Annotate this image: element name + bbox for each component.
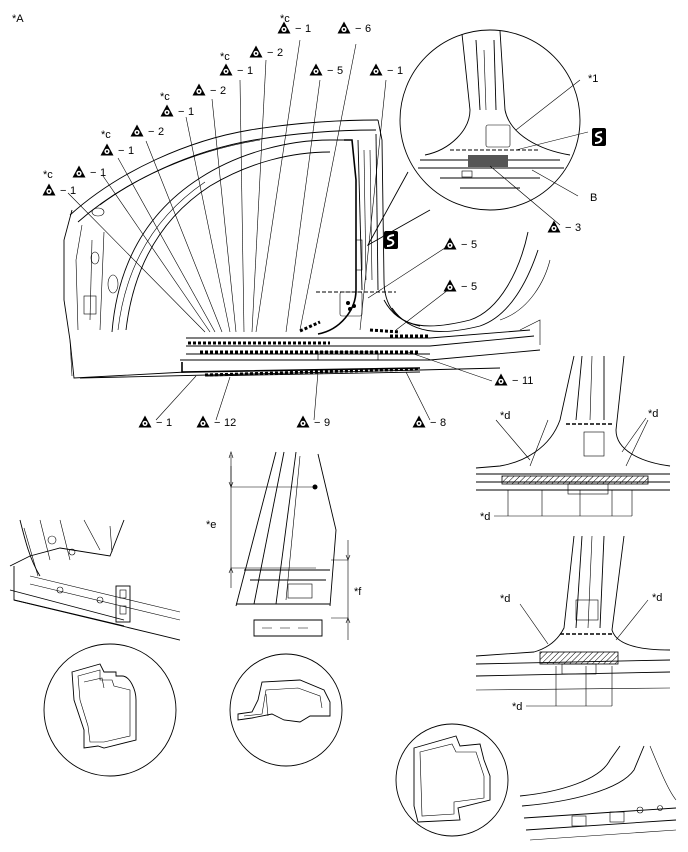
middle-right-junction-view [475, 535, 671, 707]
svg-text:5: 5 [471, 239, 477, 251]
svg-text:3: 3 [575, 222, 581, 234]
callout-d: *d [500, 593, 510, 605]
weld-mark: −12 [196, 415, 236, 429]
weld-mark: −1 [72, 165, 106, 179]
svg-text:−: − [148, 126, 154, 138]
svg-text:−: − [295, 23, 301, 35]
weld-mark: −1 [369, 63, 403, 77]
svg-text:−: − [118, 145, 124, 157]
lower-right-section-circle [395, 723, 509, 837]
svg-text:1: 1 [397, 65, 403, 77]
svg-text:−: − [90, 167, 96, 179]
pillar-measure-view [228, 451, 351, 640]
svg-text:11: 11 [522, 375, 533, 387]
weld-mark: −3 [547, 220, 581, 234]
svg-text:*c: *c [43, 169, 53, 181]
svg-text:2: 2 [220, 85, 226, 97]
svg-text:*c: *c [220, 51, 230, 63]
svg-text:−: − [565, 222, 571, 234]
callout-d: *d [652, 592, 662, 604]
weld-mark: −2 [192, 83, 226, 97]
weld-mark: −9 [296, 415, 330, 429]
callout-f: *f [354, 586, 362, 598]
callout-c: *c [101, 129, 111, 141]
callout-c: *c [220, 51, 230, 63]
callout-d: *d [512, 701, 522, 713]
detail-magnify-circle [366, 29, 581, 247]
svg-text:−: − [237, 65, 243, 77]
svg-text:1: 1 [188, 106, 194, 118]
weld-mark: −1 [42, 183, 76, 197]
weld-mark: −1 [219, 63, 253, 77]
section-circle-center [229, 653, 343, 767]
svg-text:1: 1 [100, 167, 106, 179]
upper-right-junction-view [475, 355, 671, 517]
lower-right-partial-view [519, 745, 677, 841]
svg-text:−: − [461, 281, 467, 293]
svg-text:−: − [512, 375, 518, 387]
svg-text:−: − [461, 239, 467, 251]
svg-text:−: − [60, 185, 66, 197]
svg-text:*c: *c [160, 91, 170, 103]
callout-c: *c [280, 13, 290, 25]
callout-c: *c [160, 91, 170, 103]
weld-mark: −1 [160, 104, 194, 118]
section-s-icon [384, 231, 398, 249]
leader-lines [67, 39, 589, 421]
callout-b: B [590, 192, 597, 204]
callout-d: *d [500, 410, 510, 422]
svg-text:5: 5 [471, 281, 477, 293]
weld-mark: −8 [412, 415, 446, 429]
weld-mark: −1 [277, 21, 311, 35]
svg-text:−: − [430, 417, 436, 429]
lower-left-partial-view [9, 519, 181, 641]
weld-mark: −5 [443, 237, 477, 251]
weld-mark: −2 [249, 45, 283, 59]
callout-e: *e [206, 519, 216, 531]
weld-mark: −6 [337, 21, 371, 35]
weld-mark: −5 [309, 63, 343, 77]
svg-text:−: − [178, 106, 184, 118]
callout-d: *d [648, 408, 658, 420]
svg-text:−: − [314, 417, 320, 429]
callout-c: *c [43, 169, 53, 181]
svg-text:1: 1 [128, 145, 134, 157]
main-body-side-view [63, 119, 551, 379]
svg-text:−: − [355, 23, 361, 35]
weld-mark: −5 [443, 279, 477, 293]
svg-text:−: − [156, 417, 162, 429]
section-s-icon [592, 128, 606, 146]
svg-text:−: − [387, 65, 393, 77]
svg-text:−: − [214, 417, 220, 429]
section-circle-left [43, 643, 177, 777]
svg-text:2: 2 [277, 47, 283, 59]
callout-d: *d [480, 511, 490, 523]
weld-mark: −2 [130, 124, 164, 138]
svg-text:1: 1 [305, 23, 311, 35]
weld-mark: −1 [100, 143, 134, 157]
svg-text:8: 8 [440, 417, 446, 429]
weld-mark: −11 [494, 373, 533, 387]
svg-text:*c: *c [280, 13, 290, 25]
svg-text:2: 2 [158, 126, 164, 138]
svg-text:12: 12 [224, 417, 236, 429]
svg-text:1: 1 [70, 185, 76, 197]
svg-text:1: 1 [247, 65, 253, 77]
weld-mark: −1 [138, 415, 172, 429]
svg-text:*c: *c [101, 129, 111, 141]
svg-text:6: 6 [365, 23, 371, 35]
svg-text:−: − [210, 85, 216, 97]
svg-text:9: 9 [324, 417, 330, 429]
svg-text:5: 5 [337, 65, 343, 77]
svg-text:1: 1 [166, 417, 172, 429]
svg-text:−: − [267, 47, 273, 59]
svg-text:−: − [327, 65, 333, 77]
view-label: *A [12, 13, 24, 25]
callout-one: *1 [588, 73, 598, 85]
